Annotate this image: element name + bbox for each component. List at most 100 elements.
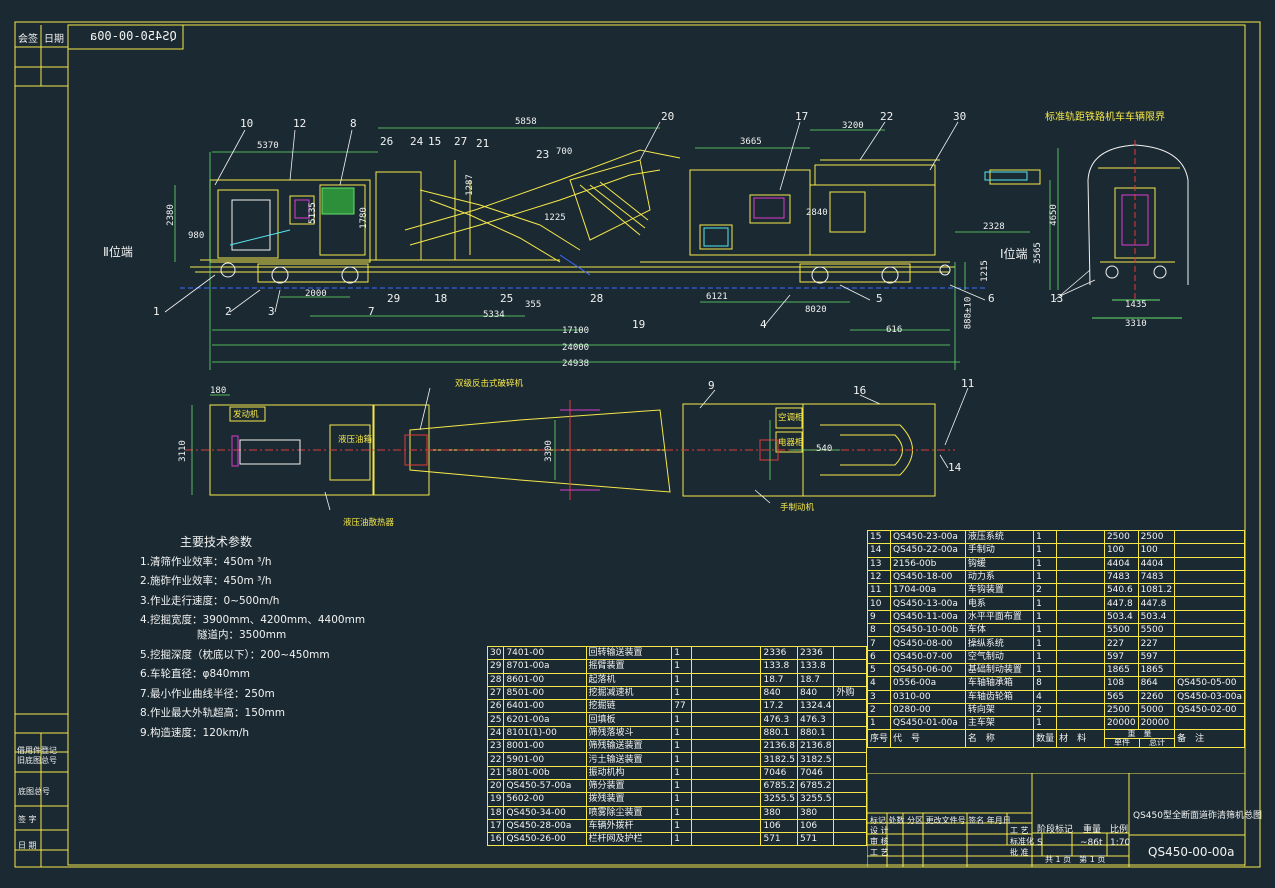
bom-cell: 手制动 — [964, 543, 1035, 558]
plan-label-bottom-right: 手制动机 — [780, 503, 815, 513]
bom-cell: 1324.4 — [796, 699, 835, 714]
bom-cell: 3182.5 — [760, 752, 798, 767]
bom-cell — [1056, 702, 1105, 718]
role-label: 工 艺 — [870, 848, 889, 857]
bom-cell: 6785.2 — [796, 778, 835, 794]
bom-cell: QS450-06-00 — [890, 662, 966, 678]
bom-cell: 7046 — [796, 765, 835, 780]
bom-cell — [690, 659, 762, 674]
bom-cell: 18 — [486, 805, 505, 820]
bom-weight-header: 重 量 单件总计 — [1103, 729, 1176, 749]
callout: 18 — [434, 292, 448, 305]
bom-cell: 2260 — [1137, 689, 1176, 704]
bom-cell: 1865 — [1137, 662, 1176, 678]
param-line: 5.挖掘深度（枕底以下）：200~450mm — [140, 648, 330, 661]
bom-cell: 1 — [671, 645, 692, 661]
drawing-no-box: QS450-00-00a — [90, 29, 177, 43]
bom-cell — [690, 739, 762, 754]
callout: 14 — [948, 461, 962, 474]
bom-cell: 1 — [1033, 636, 1058, 651]
bom-cell: 2500 — [1137, 529, 1176, 545]
bom-cell: 13 — [866, 556, 892, 571]
dim-label: 8020 — [805, 305, 827, 315]
bom-cell: 15 — [866, 529, 892, 545]
bom-cell: 20000 — [1103, 716, 1139, 731]
bom-cell: 1 — [671, 725, 692, 741]
callout: 12 — [293, 117, 307, 130]
bom-cell: 摇臂装置 — [585, 659, 673, 674]
dim-label: 3200 — [842, 121, 864, 131]
callout: 3 — [268, 305, 275, 318]
bom-cell — [833, 659, 867, 674]
bom-cell: 8701-00a — [503, 659, 587, 674]
bom-cell: 5901-00 — [503, 752, 587, 767]
bom-cell — [690, 699, 762, 714]
dim-label: 616 — [886, 325, 903, 335]
bom-cell — [1056, 596, 1105, 611]
bom-cell: 17.2 — [760, 699, 798, 714]
bom-cell — [833, 752, 867, 767]
callout: 2 — [225, 305, 232, 318]
bom-cell — [1174, 583, 1245, 598]
bom-cell: 1 — [1033, 609, 1058, 625]
bom-cell: 2500 — [1103, 702, 1139, 718]
dim-label: 1225 — [544, 213, 566, 223]
dim-label: 2380 — [165, 204, 176, 226]
bom-cell: 1 — [671, 752, 692, 767]
plan-box-tank: 液压油箱 — [338, 435, 373, 445]
bom-cell: 106 — [760, 818, 798, 834]
bom-cell — [833, 725, 867, 741]
bom-cell: 1 — [1033, 529, 1058, 545]
bom-cell: 1 — [671, 778, 692, 794]
callout: 6 — [988, 292, 995, 305]
bom-cell: 27 — [486, 685, 505, 701]
bom-cell: 污土输送装置 — [585, 752, 673, 767]
plan-label-top: 双级反击式破碎机 — [455, 379, 524, 389]
bom-cell: QS450-03-00a — [1174, 689, 1245, 704]
bom-cell — [1174, 543, 1245, 558]
callout: 22 — [880, 110, 894, 123]
dim-label: 3565 — [1032, 242, 1043, 264]
role-label: 工 艺 — [1010, 826, 1029, 835]
bom-cell: 1 — [671, 712, 692, 727]
bom-cell: 133.8 — [796, 659, 835, 674]
bom-cell: 8101(1)-00 — [503, 725, 587, 741]
callout: 8 — [350, 117, 357, 130]
bom-header-cell: 总计 — [1149, 738, 1166, 748]
callout: 5 — [876, 292, 883, 305]
bom-cell: 476.3 — [760, 712, 798, 727]
strip-label: 日 期 — [18, 841, 37, 850]
bom-cell: 100 — [1103, 543, 1139, 558]
param-line: 1.清筛作业效率：450m ³/h — [140, 555, 272, 568]
dim-label: 2000 — [305, 289, 327, 299]
bom-cell: 19 — [486, 792, 505, 807]
bom-cell: 水平平面布置 — [964, 609, 1035, 625]
bom-cell: 18.7 — [796, 672, 835, 687]
bom-cell — [690, 792, 762, 807]
bom-cell: 1 — [671, 818, 692, 834]
bom-cell: QS450-08-00 — [890, 636, 966, 651]
bom-cell: 1 — [1033, 596, 1058, 611]
bom-cell: QS450-11-00a — [890, 609, 966, 625]
title-row-label: 标记 — [870, 816, 886, 825]
bom-cell: 7483 — [1103, 569, 1139, 585]
plan-box-ac: 空调柜 — [778, 413, 804, 423]
bom-cell: 16 — [486, 832, 505, 847]
bom-cell — [690, 818, 762, 834]
bom-cell: 540.6 — [1103, 583, 1139, 598]
bom-cell — [1056, 609, 1105, 625]
bom-cell — [833, 832, 867, 847]
bom-cell: 液压系统 — [964, 529, 1035, 545]
bom-cell — [1174, 636, 1245, 651]
plan-label-bottom-left: 液压油散热器 — [343, 518, 395, 528]
bom-cell — [833, 818, 867, 834]
